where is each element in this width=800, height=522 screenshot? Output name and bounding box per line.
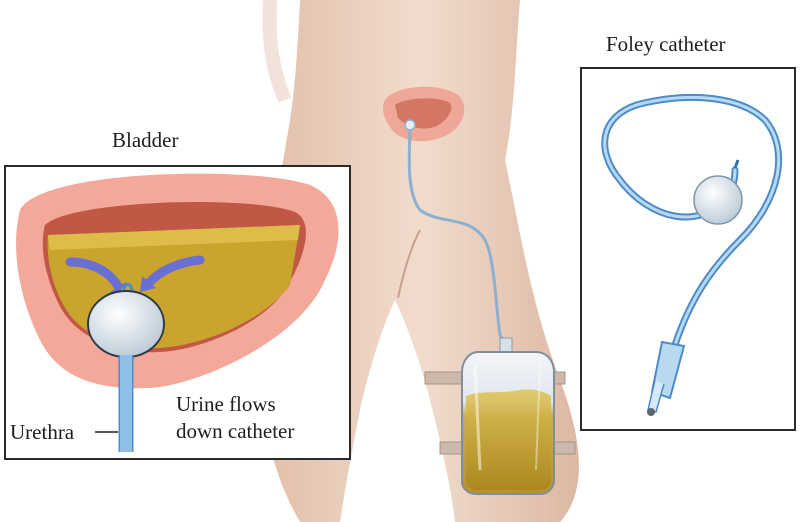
foley-catheter-label: Foley catheter <box>606 32 726 56</box>
urine-flows-label-line1: Urine flows <box>176 392 276 416</box>
bladder-label: Bladder <box>112 128 179 152</box>
foley-catheter-panel <box>580 67 796 431</box>
urethra-label: Urethra <box>10 420 75 444</box>
body-catheter-tube <box>404 119 508 346</box>
urine-flows-label-line2: down catheter <box>176 419 295 443</box>
drainage-bag <box>461 337 555 495</box>
bladder-detail-panel <box>4 165 351 460</box>
